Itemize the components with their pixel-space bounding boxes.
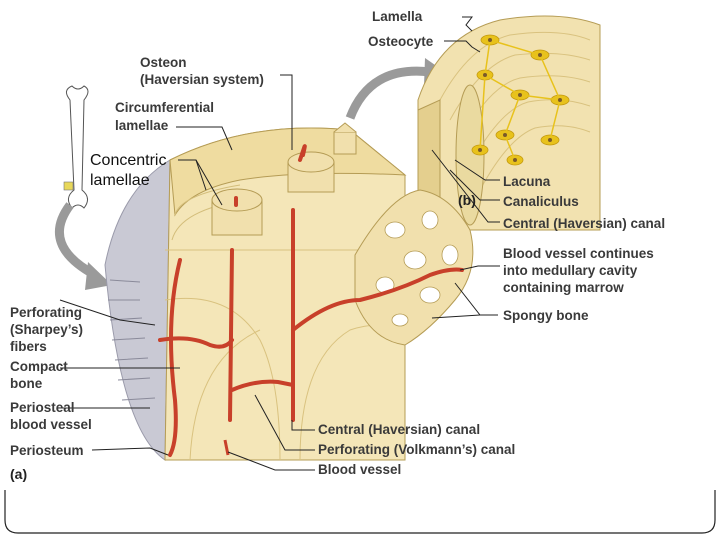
label-perforating-fibers-1: Perforating <box>10 305 82 320</box>
label-lamella: Lamella <box>372 9 423 24</box>
curved-arrow-icon <box>345 66 431 120</box>
leader-lines <box>59 16 500 471</box>
label-osteocyte: Osteocyte <box>368 34 434 49</box>
osteon-cylinder <box>211 122 357 236</box>
label-periosteal-1: Periosteal <box>10 400 75 415</box>
panel-label-b: (b) <box>458 192 476 208</box>
panel-label-a: (a) <box>10 466 27 482</box>
label-spongy-bone: Spongy bone <box>503 308 589 323</box>
label-canaliculus: Canaliculus <box>503 194 579 209</box>
label-circumferential-2: lamellae <box>115 118 169 133</box>
label-central-canal-a: Central (Haversian) canal <box>318 422 480 437</box>
label-lacuna: Lacuna <box>503 174 551 189</box>
label-blood-vessel-1: Blood vessel continues <box>503 246 654 261</box>
label-blood-vessel-3: containing marrow <box>503 280 624 295</box>
label-concentric-1: Concentric <box>90 152 166 169</box>
label-osteon-1: Osteon <box>140 55 187 70</box>
long-bone-icon <box>63 85 89 209</box>
label-perforating-fibers-3: fibers <box>10 339 47 354</box>
label-concentric-2: lamellae <box>90 172 150 189</box>
label-osteon-2: (Haversian system) <box>140 72 264 87</box>
label-blood-vessel-2: into medullary cavity <box>503 263 638 278</box>
label-volkmann: Perforating (Volkmann’s) canal <box>318 442 515 457</box>
slide-frame <box>4 490 716 534</box>
label-compact-1: Compact <box>10 359 68 374</box>
blood-vessels <box>158 144 464 457</box>
label-blood-vessel: Blood vessel <box>318 462 401 477</box>
label-circumferential-1: Circumferential <box>115 100 214 115</box>
blood-vessel <box>223 439 230 456</box>
label-periosteum: Periosteum <box>10 443 84 458</box>
compact-bone-block <box>104 122 474 461</box>
perforating-fibers <box>108 279 156 401</box>
label-perforating-fibers-2: (Sharpey’s) <box>10 322 83 337</box>
label-compact-2: bone <box>10 376 43 391</box>
label-periosteal-2: blood vessel <box>10 417 92 432</box>
curved-arrow-icon <box>55 202 98 279</box>
arrowhead-icon <box>85 262 112 290</box>
label-central-canal-b: Central (Haversian) canal <box>503 216 665 231</box>
